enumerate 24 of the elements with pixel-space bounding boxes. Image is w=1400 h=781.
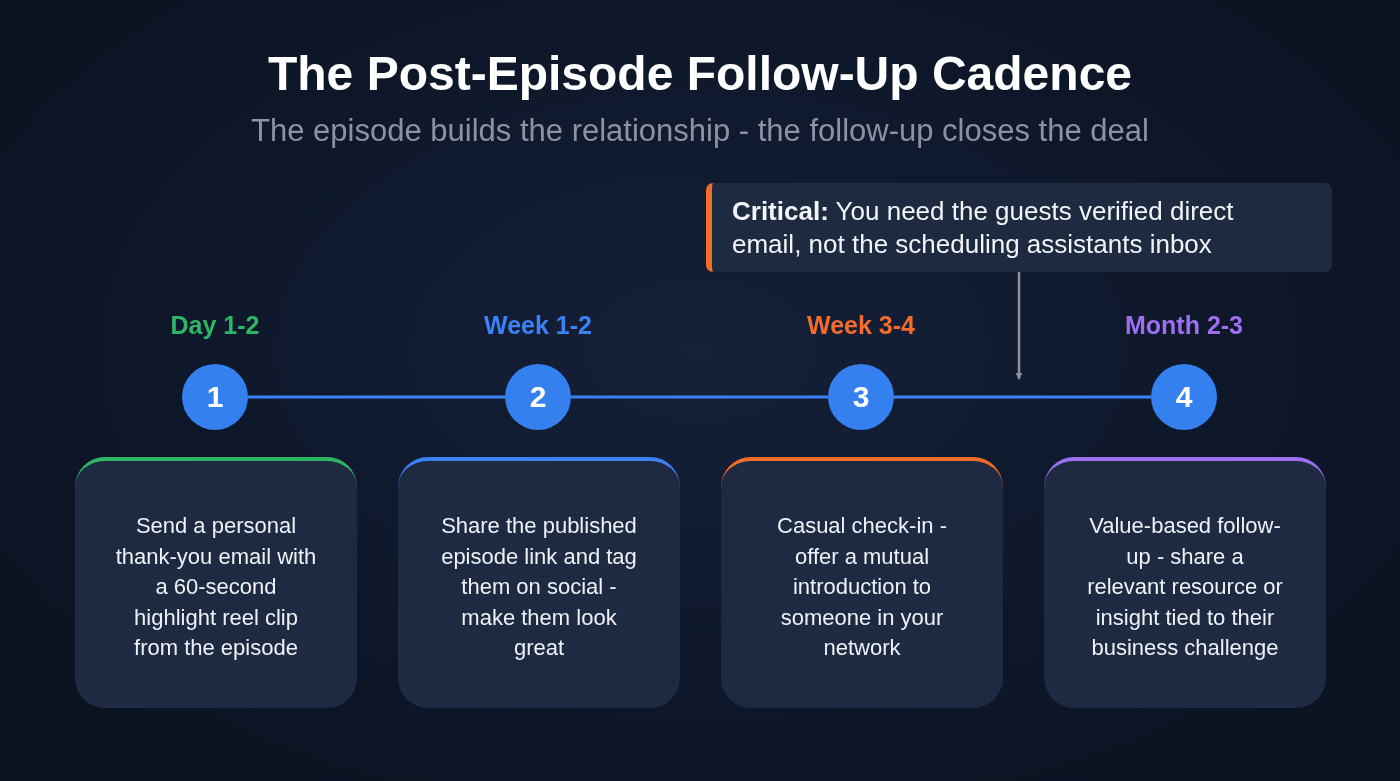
step-number: 1 <box>206 380 224 414</box>
phase-label: Day 1-2 <box>170 310 260 340</box>
subtitle: The episode builds the relationship - the follow-up closes the deal <box>251 112 1149 150</box>
timeline-connector <box>248 395 505 399</box>
step-card <box>398 457 680 708</box>
step-number: 4 <box>1175 380 1193 414</box>
callout-box <box>706 183 1332 272</box>
step-description: Casual check-in - offer a mutual introduction to someone in your network <box>776 512 948 662</box>
step-description: Value-based follow-up - share a relevant resource or insight tied to their business challenge <box>1086 512 1284 662</box>
phase-label: Week 3-4 <box>807 310 915 340</box>
step-card <box>721 457 1003 708</box>
title: The Post-Episode Follow-Up Cadence <box>267 46 1133 102</box>
pointer-arrow <box>1015 272 1023 380</box>
timeline-connector <box>894 395 1151 399</box>
phase-label: Week 1-2 <box>484 310 592 340</box>
step-number: 2 <box>529 380 547 414</box>
callout-text: Critical: You need the guests verified direct email, not the scheduling assistants inbox <box>732 195 1235 261</box>
step-card <box>75 457 357 708</box>
step-description: Share the published episode link and tag them on social - make them look great <box>440 512 638 662</box>
step-description: Send a personal thank-you email with a 60-second highlight reel clip from the episode <box>114 512 318 662</box>
step-number: 3 <box>852 380 870 414</box>
step-card <box>1044 457 1326 708</box>
timeline-connector <box>571 395 828 399</box>
phase-label: Month 2-3 <box>1125 310 1243 340</box>
